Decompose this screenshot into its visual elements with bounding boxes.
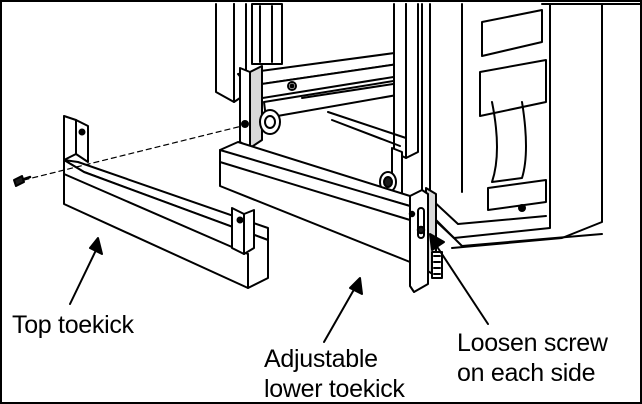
arrow-loosen-screw [433,241,489,325]
adjustable-lower-toekick-label: Adjustable lower toekick [264,344,405,403]
adjustable-lower-toekick-label-line2: lower toekick [264,375,405,403]
dishwasher-frame [215,3,640,249]
adjustable-lower-toekick-label-line1: Adjustable [264,345,378,373]
top-toekick [63,115,269,289]
loosen-screw-label-line2: on each side [457,359,596,387]
arrow-top-toekick [69,245,99,305]
mounting-screw [13,125,243,187]
left-frame-bracket [239,65,281,149]
top-toekick-label: Top toekick [12,310,134,340]
loosen-screw-label: Loosen screw on each side [457,328,608,388]
loosen-screw-label-line1: Loosen screw [457,329,608,357]
callout-arrows [69,233,489,343]
adjustable-lower-toekick [219,141,429,293]
arrow-lower-toekick [323,285,357,343]
top-toekick-label-text: Top toekick [12,311,134,339]
